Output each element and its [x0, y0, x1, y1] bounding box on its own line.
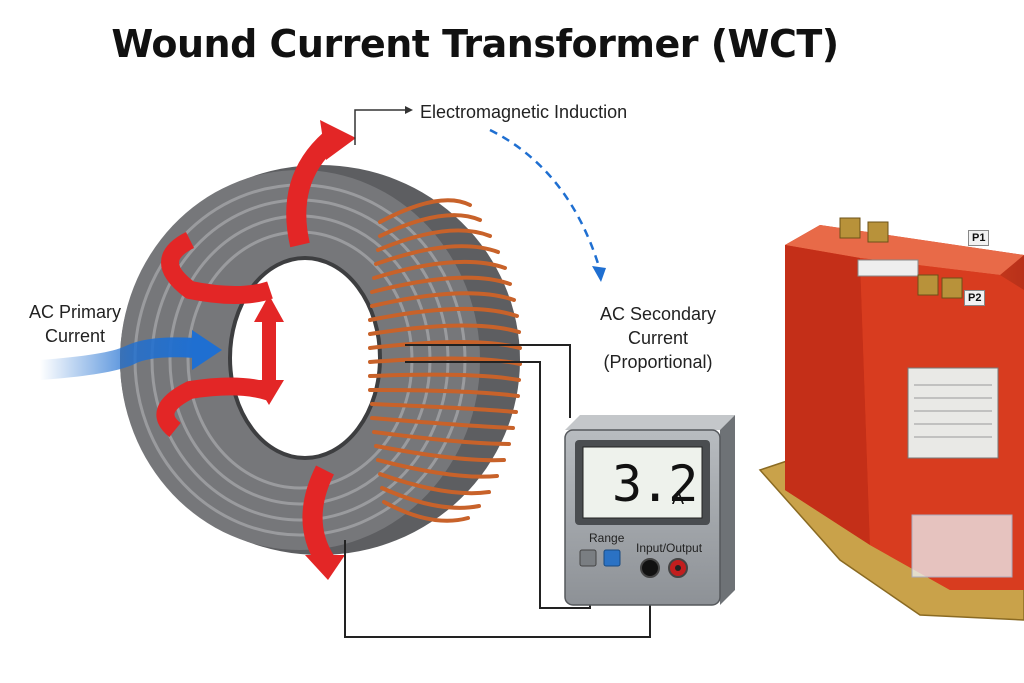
- range-button-left[interactable]: [580, 550, 596, 566]
- current-transformer-device: [760, 218, 1024, 620]
- meter-unit: A: [672, 488, 684, 509]
- secondary-current-label: AC Secondary Current (Proportional): [568, 302, 748, 374]
- nameplate: [908, 368, 998, 458]
- range-button-right[interactable]: [604, 550, 620, 566]
- primary-current-label: AC Primary Current: [20, 300, 130, 348]
- input-jack-black[interactable]: [641, 559, 659, 577]
- terminal-p2-tag: P2: [964, 290, 985, 306]
- range-label: Range: [589, 531, 624, 545]
- input-output-label: Input/Output: [636, 541, 702, 555]
- terminal-cover: [912, 515, 1012, 577]
- secondary-label-line1: AC Secondary Current: [568, 302, 748, 350]
- diagram-title: Wound Current Transformer (WCT): [0, 22, 950, 66]
- terminal-p1-tag: P1: [968, 230, 989, 246]
- secondary-label-line2: (Proportional): [568, 350, 748, 374]
- induction-label: Electromagnetic Induction: [420, 100, 627, 124]
